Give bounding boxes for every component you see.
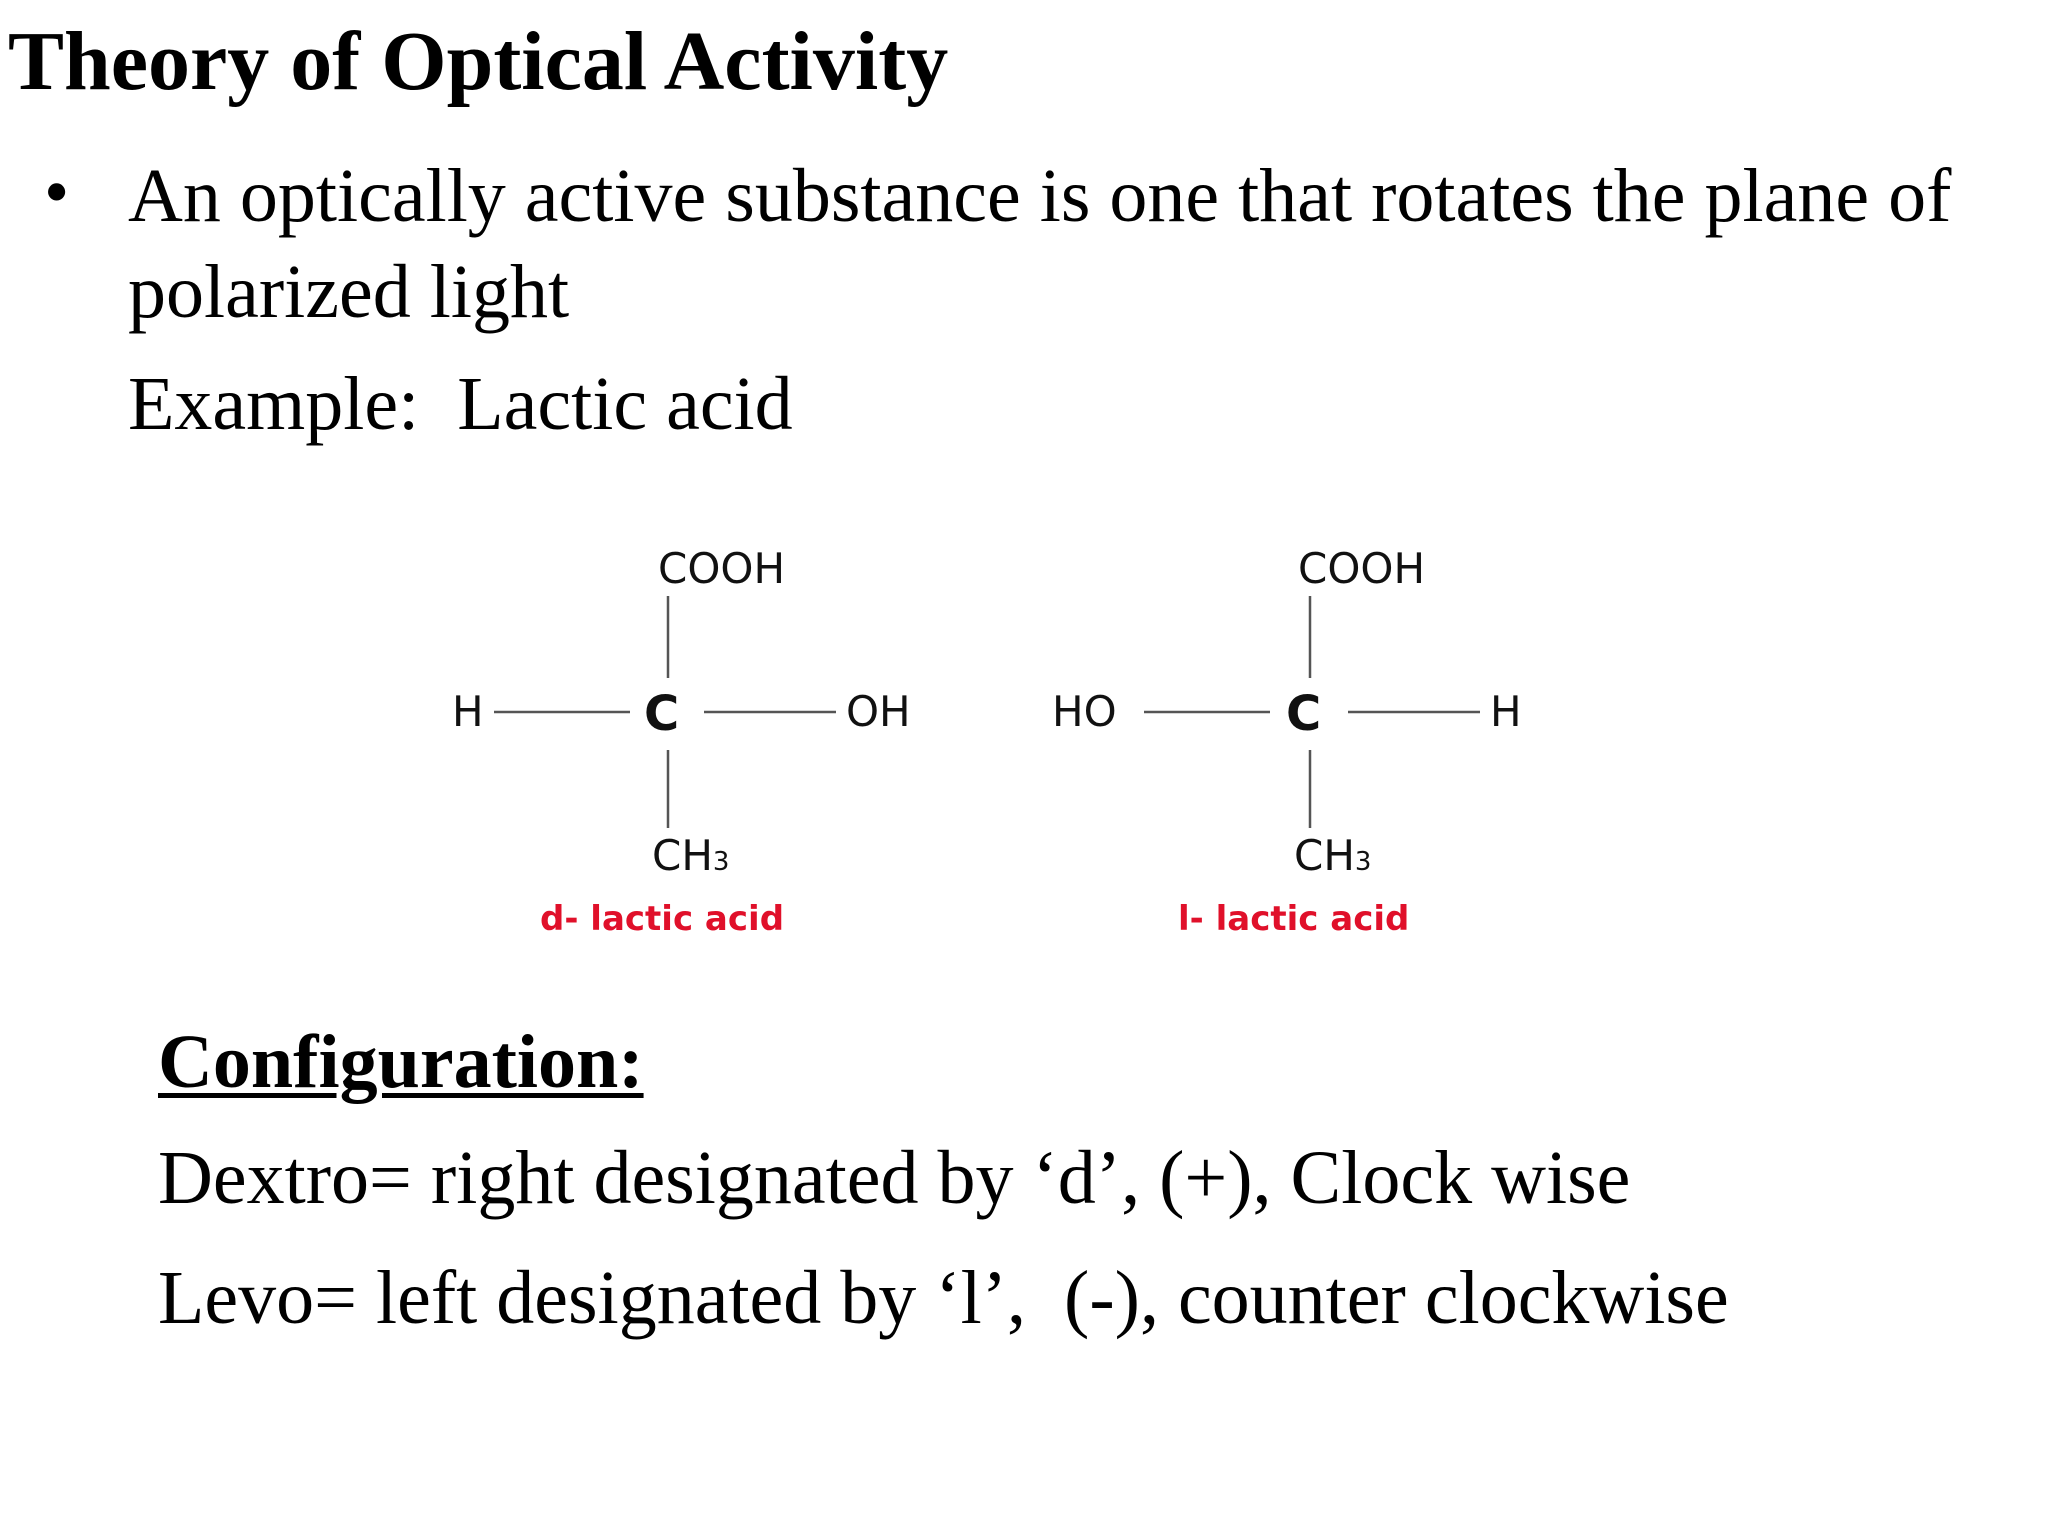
- slide-title: Theory of Optical Activity: [8, 15, 949, 108]
- d-top-group: COOH: [658, 544, 785, 593]
- configuration-heading: Configuration:: [158, 1020, 644, 1104]
- l-top-group: COOH: [1298, 544, 1425, 593]
- d-center-carbon: C: [644, 686, 679, 742]
- bullet-point-marker: •: [44, 152, 70, 232]
- d-bottom-group: CH3: [652, 831, 729, 880]
- l-structure-name: l- lactic acid: [1178, 899, 1409, 939]
- d-structure-name: d- lactic acid: [540, 899, 784, 939]
- dextro-definition: Dextro= right designated by ‘d’, (+), Cl…: [158, 1136, 1631, 1220]
- l-left-group: HO: [1052, 687, 1117, 736]
- l-bottom-subscript: 3: [1355, 847, 1372, 877]
- l-bottom-main: CH: [1294, 831, 1355, 880]
- l-lactic-acid-structure: COOH HO C H CH3 l- lactic acid: [1052, 544, 1522, 939]
- l-center-carbon: C: [1286, 686, 1321, 742]
- d-left-group: H: [452, 687, 484, 736]
- lactic-acid-structures-diagram: COOH H C OH CH3 d- lactic acid COOH HO C…: [452, 544, 1522, 939]
- d-bottom-main: CH: [652, 831, 713, 880]
- d-right-group: OH: [846, 687, 911, 736]
- l-bottom-group: CH3: [1294, 831, 1371, 880]
- l-right-group: H: [1490, 687, 1522, 736]
- bullet-definition: An optically active substance is one tha…: [128, 154, 1952, 334]
- d-lactic-acid-structure: COOH H C OH CH3 d- lactic acid: [452, 544, 911, 939]
- d-bottom-subscript: 3: [713, 847, 730, 877]
- levo-definition: Levo= left designated by ‘l’, (-), count…: [158, 1256, 1729, 1340]
- example-label: Example: Lactic acid: [128, 362, 793, 446]
